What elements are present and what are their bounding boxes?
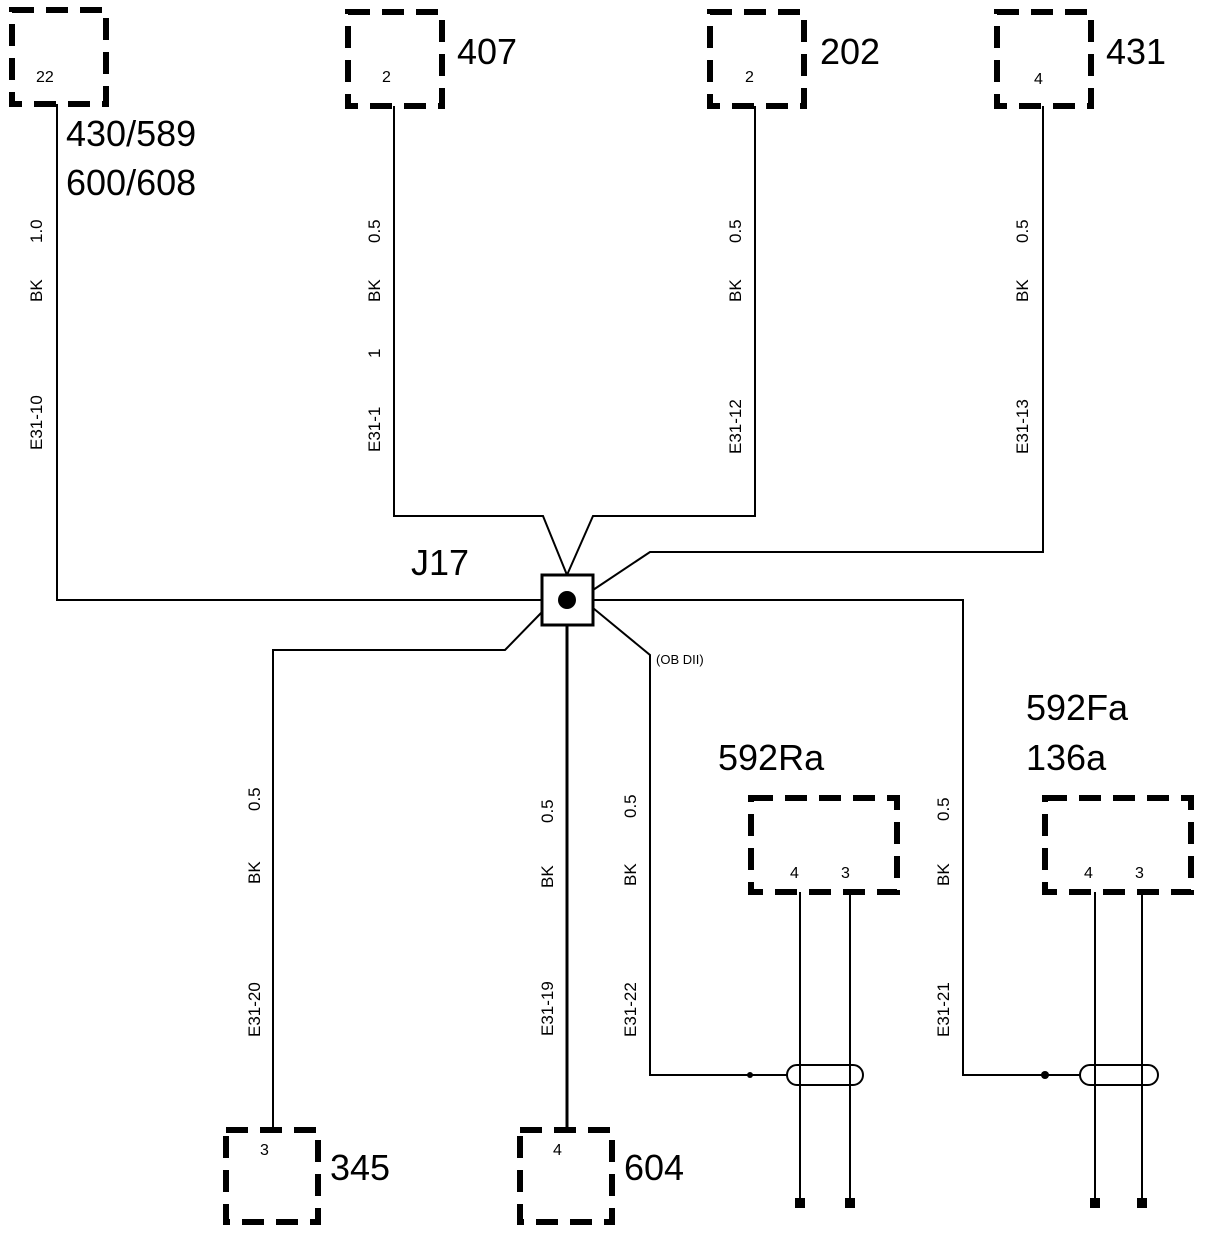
wire-e31-22-color: BK bbox=[621, 863, 640, 886]
connector-407-label: 407 bbox=[457, 31, 517, 72]
wire-e31-12-color: BK bbox=[726, 279, 745, 302]
connector-592ra-pin-4: 4 bbox=[790, 865, 799, 882]
wire-e31-13-id: E31-13 bbox=[1013, 399, 1032, 454]
connector-22: 22 430/589 600/608 bbox=[9, 7, 196, 203]
wire-e31-13-labels: 0.5 BK E31-13 bbox=[1013, 219, 1032, 454]
shield-sleeve-592fa bbox=[1079, 1064, 1159, 1086]
wire-e31-12-labels: 0.5 BK E31-12 bbox=[726, 219, 745, 454]
wire-e31-20-color: BK bbox=[245, 861, 264, 884]
wire-e31-20 bbox=[272, 611, 543, 1127]
wire-e31-21-size: 0.5 bbox=[934, 797, 953, 821]
wire-e31-19-labels: 0.5 BK E31-19 bbox=[538, 799, 557, 1036]
wire-e31-20-labels: 0.5 BK E31-20 bbox=[245, 787, 264, 1037]
connector-202-label: 202 bbox=[820, 31, 880, 72]
connector-22-box bbox=[9, 7, 109, 107]
wire-e31-19-size: 0.5 bbox=[538, 799, 557, 823]
wire-e31-19-id: E31-19 bbox=[538, 981, 557, 1036]
connector-22-label-1: 430/589 bbox=[66, 113, 196, 154]
splice-point-592ra bbox=[747, 1072, 753, 1078]
wire-e31-12 bbox=[566, 106, 756, 576]
junction-label: J17 bbox=[411, 542, 469, 583]
connector-345-pin: 3 bbox=[260, 1142, 269, 1159]
wire-e31-20-id: E31-20 bbox=[245, 982, 264, 1037]
wire-e31-13 bbox=[592, 106, 1044, 591]
wire-e31-10-size: 1.0 bbox=[27, 219, 46, 243]
wire-e31-10-color: BK bbox=[27, 279, 46, 302]
wire-e31-1-color: BK bbox=[365, 279, 384, 302]
wire-e31-13-size: 0.5 bbox=[1013, 219, 1032, 243]
connector-592ra: 592Ra 4 3 bbox=[718, 737, 900, 1208]
connector-431-label: 431 bbox=[1106, 31, 1166, 72]
wire-e31-20-size: 0.5 bbox=[245, 787, 264, 811]
connector-202: 2 202 bbox=[707, 9, 880, 109]
connector-604-pin: 4 bbox=[553, 1142, 562, 1159]
connector-592fa-label-2: 136a bbox=[1026, 737, 1107, 778]
connector-202-pin: 2 bbox=[745, 69, 754, 86]
connector-592fa-box bbox=[1042, 795, 1194, 895]
wire-e31-21-id: E31-21 bbox=[934, 982, 953, 1037]
connector-407-box bbox=[345, 9, 445, 109]
junction-j17: J17 (OB DII) bbox=[411, 542, 704, 667]
wire-e31-13-color: BK bbox=[1013, 279, 1032, 302]
connector-431-pin: 4 bbox=[1034, 71, 1043, 88]
connector-22-pin: 22 bbox=[36, 69, 54, 86]
connector-592fa-pin-3: 3 bbox=[1135, 865, 1144, 882]
connector-407: 2 407 bbox=[345, 9, 517, 109]
wire-e31-1 bbox=[393, 106, 568, 576]
wire-e31-22-size: 0.5 bbox=[621, 794, 640, 818]
connector-345-box bbox=[223, 1127, 321, 1225]
connector-22-label-2: 600/608 bbox=[66, 162, 196, 203]
connector-604-box bbox=[517, 1127, 615, 1225]
wire-e31-10-id: E31-10 bbox=[27, 395, 46, 450]
wire-e31-21 bbox=[593, 599, 1080, 1076]
connector-345-label: 345 bbox=[330, 1147, 390, 1188]
connector-592fa: 592Fa 136a 4 3 bbox=[1026, 687, 1194, 1208]
connector-345: 3 345 bbox=[223, 1127, 390, 1225]
wire-e31-1-size: 0.5 bbox=[365, 219, 384, 243]
wire-e31-10-labels: 1.0 BK E31-10 bbox=[27, 219, 46, 450]
wire-e31-1-labels: 0.5 BK 1 E31-1 bbox=[365, 219, 384, 452]
wire-e31-22-labels: 0.5 BK E31-22 bbox=[621, 794, 640, 1037]
connector-604: 4 604 bbox=[517, 1127, 684, 1225]
splice-point-592fa bbox=[1041, 1071, 1049, 1079]
connector-202-box bbox=[707, 9, 807, 109]
wire-e31-12-size: 0.5 bbox=[726, 219, 745, 243]
terminal-592fa-4 bbox=[1090, 1198, 1100, 1208]
connector-431-box bbox=[994, 9, 1094, 109]
wire-e31-21-labels: 0.5 BK E31-21 bbox=[934, 797, 953, 1037]
connector-592ra-label: 592Ra bbox=[718, 737, 825, 778]
terminal-592ra-4 bbox=[795, 1198, 805, 1208]
wire-e31-19-color: BK bbox=[538, 865, 557, 888]
junction-note: (OB DII) bbox=[656, 652, 704, 667]
wire-e31-10 bbox=[56, 104, 542, 601]
wire-e31-21-color: BK bbox=[934, 863, 953, 886]
shield-sleeve-592ra bbox=[786, 1064, 864, 1086]
connector-592fa-label-1: 592Fa bbox=[1026, 687, 1129, 728]
terminal-592ra-3 bbox=[845, 1198, 855, 1208]
wire-e31-22 bbox=[592, 607, 787, 1076]
connector-604-label: 604 bbox=[624, 1147, 684, 1188]
connector-592ra-box bbox=[748, 795, 900, 895]
connector-407-pin: 2 bbox=[382, 69, 391, 86]
junction-dot bbox=[558, 591, 576, 609]
wire-e31-22-id: E31-22 bbox=[621, 982, 640, 1037]
wire-e31-1-extra: 1 bbox=[365, 349, 384, 358]
connector-592fa-pin-4: 4 bbox=[1084, 865, 1093, 882]
connector-592ra-pin-3: 3 bbox=[841, 865, 850, 882]
terminal-592fa-3 bbox=[1137, 1198, 1147, 1208]
wire-e31-12-id: E31-12 bbox=[726, 399, 745, 454]
wire-e31-1-id: E31-1 bbox=[365, 407, 384, 452]
connector-431: 4 431 bbox=[994, 9, 1166, 109]
